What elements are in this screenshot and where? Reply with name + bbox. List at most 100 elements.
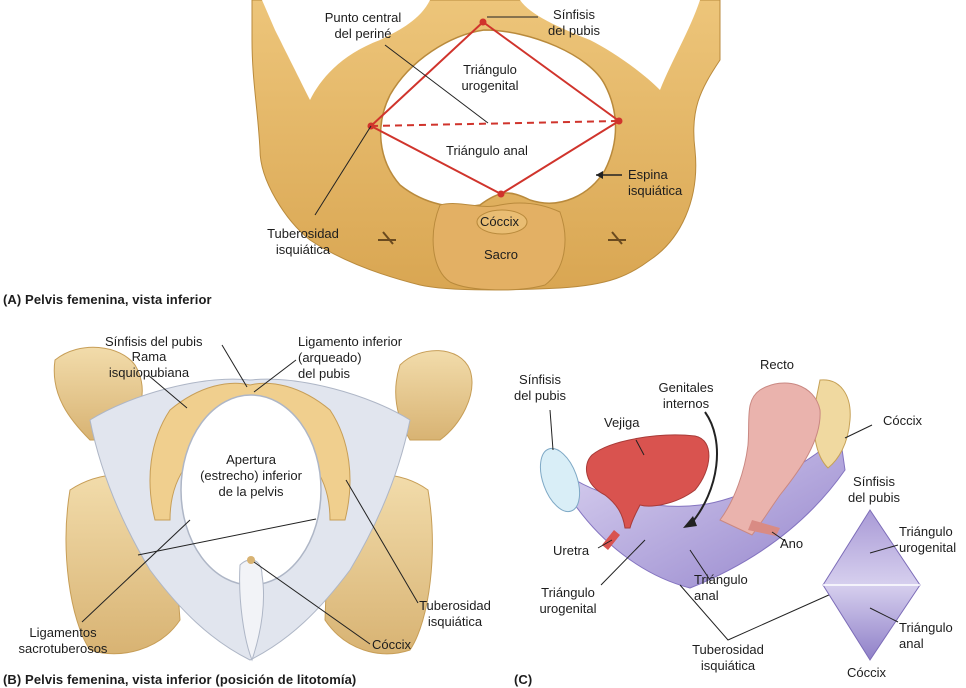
label-sacrotuberous-b-line1: Ligamentos [29, 625, 97, 640]
right-tuberosity-point [615, 117, 623, 125]
arrow-spine [596, 171, 603, 179]
leader-coccyx-c [844, 424, 873, 439]
leader-urogenital-c [600, 539, 646, 586]
caption-panel-a: (A) Pelvis femenina, vista inferior [3, 292, 212, 307]
label-sacrotuberous-b-line2: sacrotuberosos [18, 641, 108, 656]
leader-diamond-urogenital [869, 544, 899, 554]
label-symphysis-a-line1: Sínfisis [553, 7, 595, 22]
label-diamond-urogenital-line1: Triángulo [899, 524, 953, 539]
label-central-point-line1: Punto central [324, 10, 402, 25]
leader-diamond-anal [869, 607, 899, 623]
upper-right-bone-b [395, 350, 473, 441]
label-diamond-symphysis-line1: Sínfisis [853, 474, 895, 489]
label-symphysis-c: Sínfisis del pubis [505, 372, 575, 404]
label-tuberosity-b: Tuberosidad isquiática [413, 598, 497, 630]
label-diamond-symphysis: Sínfisis del pubis [838, 474, 910, 506]
bone-mark-left [378, 231, 396, 245]
label-diamond-anal-line1: Triángulo [899, 620, 953, 635]
label-aperture-b-line2: (estrecho) inferior [200, 468, 302, 483]
rectum-c [719, 382, 821, 536]
leader-central-point [384, 44, 489, 124]
panel-c-schematic [539, 379, 921, 661]
leader-tuberosity-c [679, 584, 841, 641]
pelvis-upper-left-gap [262, 0, 430, 100]
label-diamond-anal: Triángulo anal [899, 620, 953, 652]
label-ramus-b: Rama isquiopubiana [104, 349, 194, 381]
label-coccyx-b: Cóccix [372, 637, 412, 652]
label-tuberosity-b-line1: Tuberosidad [419, 598, 491, 613]
label-anal-c-line2: anal [694, 588, 719, 603]
bone-mark-right [608, 231, 626, 245]
label-ramus-b-line2: isquiopubiana [108, 365, 190, 380]
leader-urethra-c [597, 539, 613, 549]
label-spine-a-line1: Espina [628, 167, 668, 182]
label-urethra-c: Uretra [553, 543, 590, 558]
label-symphysis-c-line2: del pubis [513, 388, 567, 403]
label-tuberosity-a: Tuberosidad isquiática [253, 226, 353, 258]
leader-symphysis-b [221, 344, 248, 388]
label-anal-triangle-a: Triángulo anal [446, 143, 528, 158]
label-coccyx-c: Cóccix [883, 413, 923, 428]
label-symphysis-a-line2: del pubis [547, 23, 601, 38]
label-diamond-urogenital: Triángulo urogenital [899, 524, 956, 556]
coccyx-tip-b [247, 556, 255, 564]
leader-symphysis-c [549, 409, 554, 451]
label-sacrum-a: Sacro [484, 247, 518, 262]
label-symphysis-c-line1: Sínfisis [519, 372, 561, 387]
label-urogenital-triangle-a: Triángulo urogenital [445, 62, 535, 94]
label-ligament-b-line3: del pubis [298, 366, 351, 381]
panel-a-pelvis [251, 0, 721, 291]
label-inferior-ligament-b: Ligamento inferior (arqueado) del pubis [298, 334, 402, 382]
label-central-point-line2: del periné [334, 26, 392, 41]
label-genitals-c-line2: internos [662, 396, 710, 411]
perineum-fan [558, 434, 846, 589]
label-diamond-coccyx: Cóccix [847, 665, 887, 680]
genitals-arrow-head [683, 516, 697, 528]
label-tuberosity-b-line2: isquiática [427, 614, 483, 629]
leader-anal-c [689, 549, 711, 581]
caption-panel-b: (B) Pelvis femenina, vista inferior (pos… [3, 672, 357, 687]
label-sacrotuberous-b: Ligamentos sacrotuberosos [8, 625, 118, 657]
coccyx-point [497, 190, 505, 198]
label-diamond-anal-line2: anal [899, 636, 924, 651]
label-rectum-c: Recto [760, 357, 794, 372]
leader-tuberosity-b [345, 479, 419, 604]
leader-ramus-b [147, 374, 188, 409]
label-symphysis-a: Sínfisis del pubis [538, 7, 610, 39]
coccyx-b [239, 559, 264, 662]
leader-tuberosity-a [314, 125, 372, 216]
label-symphysis-b: Sínfisis del pubis [105, 334, 203, 349]
label-ligament-b-line1: Ligamento inferior [298, 334, 403, 349]
label-tuberosity-c-line1: Tuberosidad [692, 642, 764, 657]
label-ramus-b-line1: Rama [131, 349, 167, 364]
genitals-arrow-line [689, 411, 718, 526]
leader-anus-c [771, 531, 786, 542]
label-tuberosity-a-line1: Tuberosidad [267, 226, 339, 241]
ischiopubic-ramus-b [149, 382, 351, 521]
label-anal-c: Triángulo anal [694, 572, 748, 604]
label-urogenital-a-line1: Triángulo [463, 62, 517, 77]
leader-sacrotuberous-2 [81, 519, 191, 623]
label-tuberosity-c-line2: isquiática [700, 658, 756, 673]
leader-bladder-c [635, 439, 645, 456]
caption-panel-c: (C) [514, 672, 533, 687]
label-tuberosity-a-line2: isquiática [275, 242, 331, 257]
label-spine-a: Espina isquiática [628, 167, 682, 199]
bladder-c [585, 434, 710, 529]
label-aperture-b-line1: Apertura [226, 452, 276, 467]
label-diamond-symphysis-line2: del pubis [847, 490, 901, 505]
label-central-point: Punto central del periné [318, 10, 408, 42]
label-genitals-c: Genitales internos [646, 380, 726, 412]
label-urogenital-c-line2: urogenital [539, 601, 597, 616]
label-bladder-c: Vejiga [604, 415, 640, 430]
pubic-symphysis-c [539, 447, 581, 513]
sacrum-a [432, 202, 566, 291]
label-ligament-b-line2: (arqueado) [298, 350, 362, 365]
label-urogenital-c-line1: Triángulo [541, 585, 595, 600]
leader-coccyx-b [253, 561, 371, 645]
label-genitals-c-line1: Genitales [658, 380, 714, 395]
label-aperture-b: Apertura (estrecho) inferior de la pelvi… [186, 452, 316, 500]
leader-sacrotuberous-1 [137, 518, 317, 556]
leader-ligament-b [253, 359, 297, 393]
